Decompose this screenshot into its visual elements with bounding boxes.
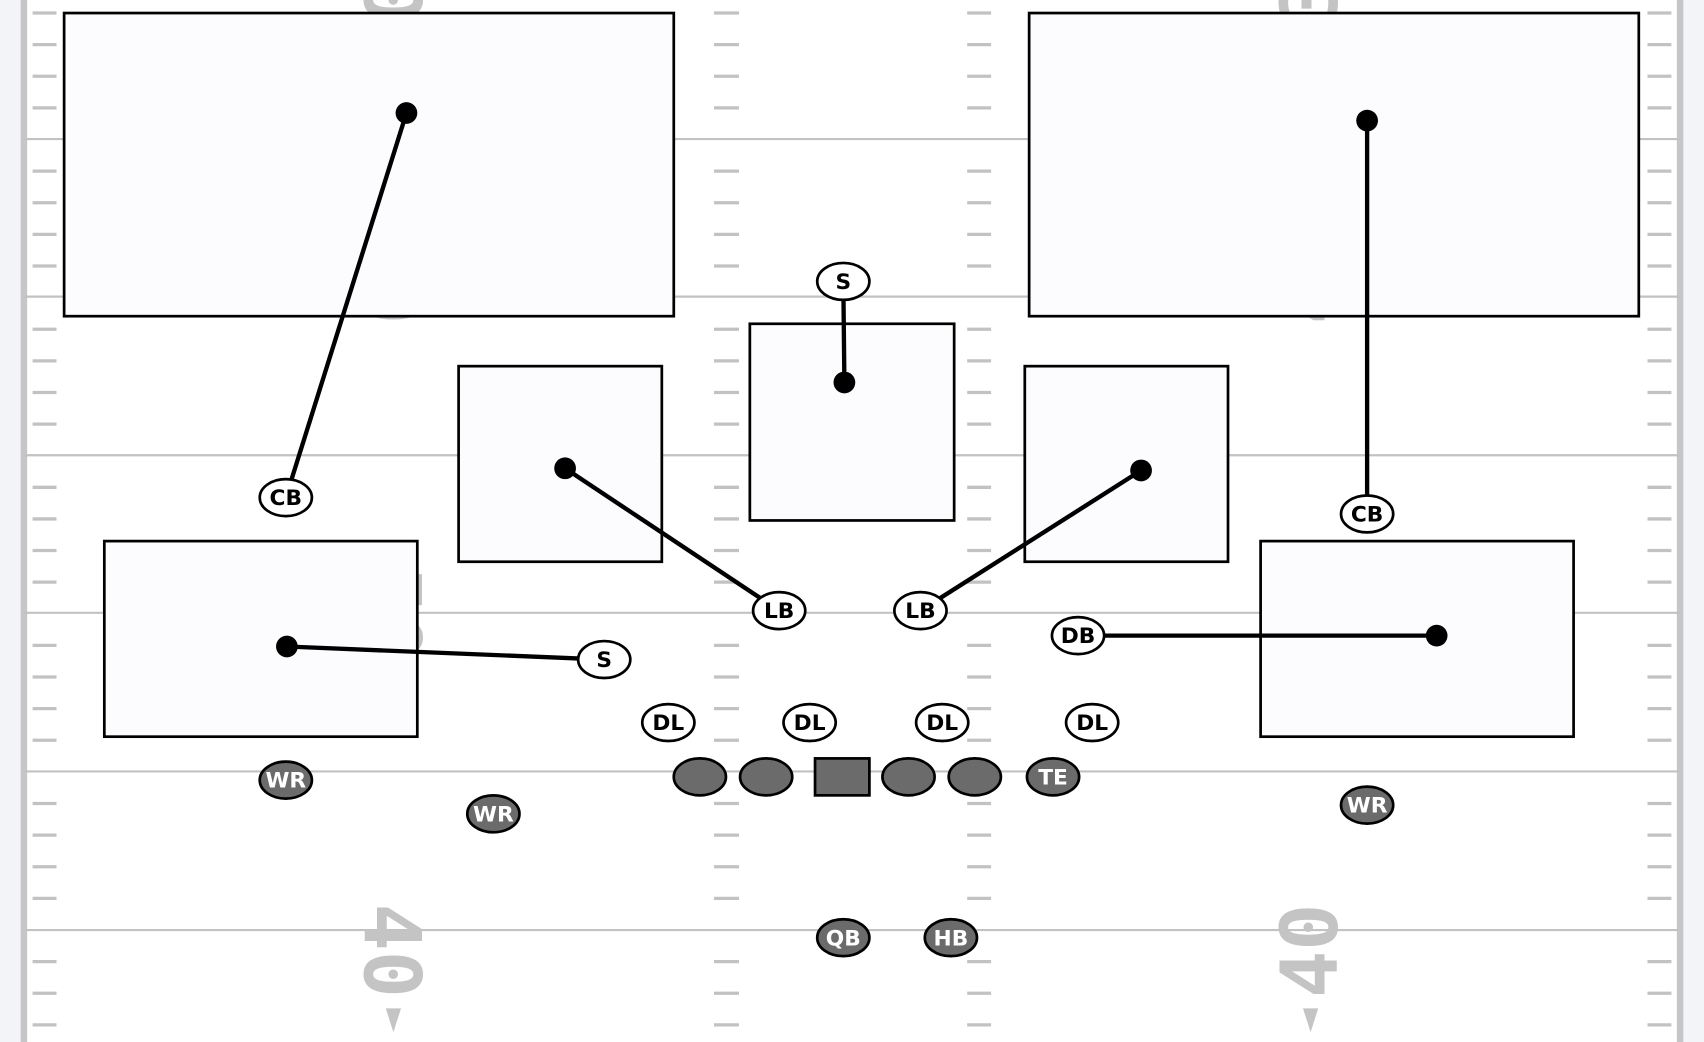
defender-lb[interactable]: LB: [893, 590, 948, 631]
defender-dl[interactable]: DL: [640, 702, 696, 743]
offense-lineman[interactable]: [672, 757, 728, 797]
left-sideline: [20, 0, 28, 1042]
offense-hb[interactable]: HB: [923, 917, 979, 958]
offense-lineman[interactable]: [881, 757, 936, 797]
zone-assignment-line: [283, 112, 409, 499]
defender-lb[interactable]: LB: [751, 590, 807, 631]
player-marker: [815, 261, 871, 302]
defender-s[interactable]: S: [815, 261, 871, 302]
player-marker: [923, 917, 979, 958]
player-label: DL: [794, 711, 826, 736]
zone-assignment-line: [286, 644, 605, 662]
player-label: DL: [652, 711, 684, 736]
player-marker: [465, 793, 521, 834]
player-marker: [1064, 702, 1120, 743]
offense-qb[interactable]: QB: [815, 917, 871, 958]
defender-dl[interactable]: DL: [782, 702, 838, 743]
right-sideline: [1676, 0, 1684, 1042]
offense-lineman[interactable]: [738, 757, 794, 797]
yard-direction-arrow-icon: [385, 1008, 402, 1033]
yard-number: 40: [346, 904, 437, 998]
player-marker: [947, 757, 1003, 797]
defender-s[interactable]: S: [576, 639, 632, 680]
zone-drop-point: [1425, 624, 1448, 647]
player-marker: [815, 917, 871, 958]
offense-wr[interactable]: WR: [1339, 785, 1395, 825]
zone-assignment-line: [919, 468, 1143, 613]
zone-drop-point: [1130, 459, 1152, 482]
player-label: TE: [1038, 765, 1068, 790]
player-label: QB: [826, 926, 861, 951]
player-marker: [751, 590, 807, 631]
player-marker: [1025, 757, 1081, 797]
offense-wr[interactable]: WR: [258, 760, 314, 800]
coverage-zone: [1259, 539, 1575, 739]
coverage-zone: [1027, 11, 1641, 318]
zone-drop-point: [395, 102, 418, 124]
player-label: WR: [473, 802, 514, 827]
player-marker: [576, 639, 632, 680]
defender-db[interactable]: DB: [1050, 615, 1106, 656]
player-label: LB: [905, 599, 935, 624]
offense-center[interactable]: [813, 757, 871, 797]
center-marker: [813, 757, 871, 797]
defender-cb[interactable]: CB: [258, 477, 314, 518]
zone-drop-point: [1356, 109, 1378, 132]
offense-te[interactable]: TE: [1025, 757, 1081, 797]
player-label: CB: [270, 486, 303, 511]
defender-dl[interactable]: DL: [914, 702, 970, 743]
player-label: DL: [926, 711, 958, 736]
player-marker: [258, 477, 314, 518]
player-label: HB: [934, 926, 969, 951]
defender-dl[interactable]: DL: [1064, 702, 1120, 743]
player-marker: [1339, 785, 1395, 825]
yard-direction-arrow-icon: [1302, 1008, 1319, 1033]
coverage-zone: [748, 322, 956, 522]
player-label: WR: [1347, 794, 1388, 819]
player-marker: [738, 757, 794, 797]
player-label: DL: [1076, 711, 1108, 736]
coverage-zone: [62, 11, 676, 318]
coverage-zone: [1023, 364, 1230, 564]
player-marker: [258, 760, 314, 800]
player-marker: [1050, 615, 1106, 656]
player-label: LB: [764, 599, 794, 624]
player-label: S: [596, 648, 612, 673]
player-label: CB: [1351, 503, 1384, 528]
player-marker: [893, 590, 948, 631]
player-marker: [672, 757, 728, 797]
zone-drop-point: [554, 457, 576, 480]
zone-assignment-line: [563, 466, 781, 613]
player-label: S: [835, 270, 851, 295]
offense-lineman[interactable]: [947, 757, 1003, 797]
player-marker: [914, 702, 970, 743]
player-marker: [640, 702, 696, 743]
coverage-zone: [102, 539, 419, 739]
player-label: WR: [265, 769, 306, 794]
player-label: DB: [1061, 624, 1096, 649]
zone-drop-point: [833, 371, 856, 394]
zone-drop-point: [276, 635, 298, 658]
player-marker: [782, 702, 838, 743]
yard-number: 40: [1265, 904, 1356, 998]
player-marker: [881, 757, 936, 797]
player-marker: [1339, 494, 1395, 534]
offense-wr[interactable]: WR: [465, 793, 521, 834]
defender-cb[interactable]: CB: [1339, 494, 1395, 534]
